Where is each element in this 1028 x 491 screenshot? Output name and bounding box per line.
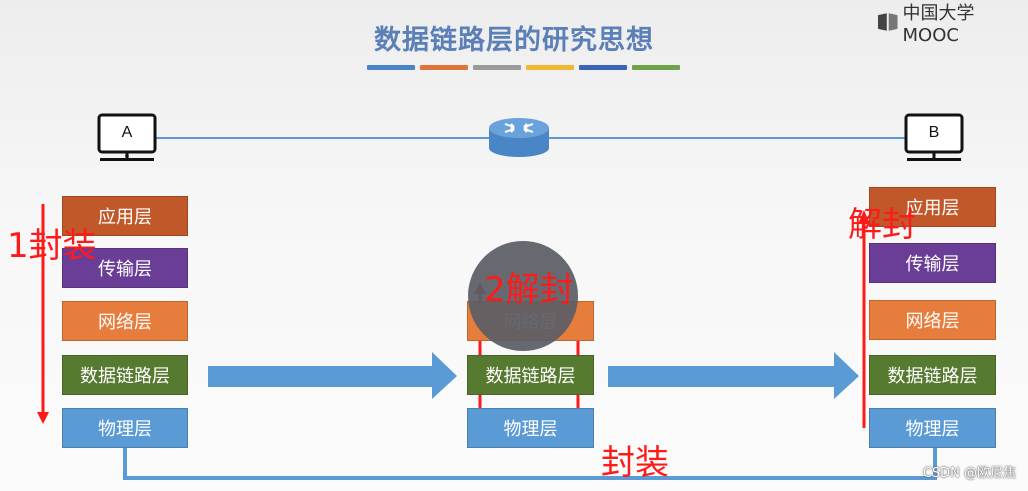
page-title: 数据链路层的研究思想: [374, 25, 654, 56]
computer-icon: [97, 113, 157, 161]
flow-arrow-router-to-b: [608, 352, 859, 399]
layer-transport: 传输层: [869, 243, 996, 283]
computer-icon: [904, 113, 964, 161]
physical-link-line: [123, 447, 937, 480]
color-bar: [473, 65, 521, 70]
annotation-encap: 封装: [601, 443, 669, 483]
brand-text: 中国大学MOOC: [902, 2, 975, 46]
layer-physical: 物理层: [869, 408, 996, 448]
annotation-decap-2: 2解封: [484, 270, 574, 310]
layer-network: 网络层: [869, 300, 996, 340]
layer-data-link: 数据链路层: [62, 355, 188, 395]
color-bar: [420, 65, 468, 70]
red-arrow-encap-a: [37, 204, 49, 424]
layer-application: 应用层: [62, 196, 188, 236]
layer-physical: 物理层: [62, 408, 188, 448]
layer-application: 应用层: [869, 187, 996, 227]
csdn-watermark: CSDN @欧尼焦: [922, 466, 1016, 481]
webcam-overlay: [468, 241, 578, 351]
layer-data-link: 数据链路层: [869, 355, 996, 395]
flow-arrow-a-to-router: [208, 352, 457, 399]
red-arrow-decap-b: [858, 210, 870, 428]
mooc-logo: 中国大学MOOC: [877, 3, 1028, 46]
host-b-label: B: [928, 124, 940, 141]
layer-transport: 传输层: [62, 248, 188, 288]
mooc-logo-icon: [877, 13, 898, 31]
color-bar: [579, 65, 627, 70]
annotation-encap-1: 1封装: [7, 226, 97, 266]
annotation-decap: 解封: [848, 205, 916, 245]
host-a-label: A: [121, 124, 133, 141]
layer-network: 网络层: [62, 301, 188, 341]
color-bar: [367, 65, 415, 70]
layer-physical: 物理层: [467, 408, 594, 448]
layer-data-link: 数据链路层: [467, 355, 594, 395]
title-color-bars: [367, 65, 680, 70]
color-bar: [632, 65, 680, 70]
router-icon: [489, 118, 549, 157]
color-bar: [526, 65, 574, 70]
